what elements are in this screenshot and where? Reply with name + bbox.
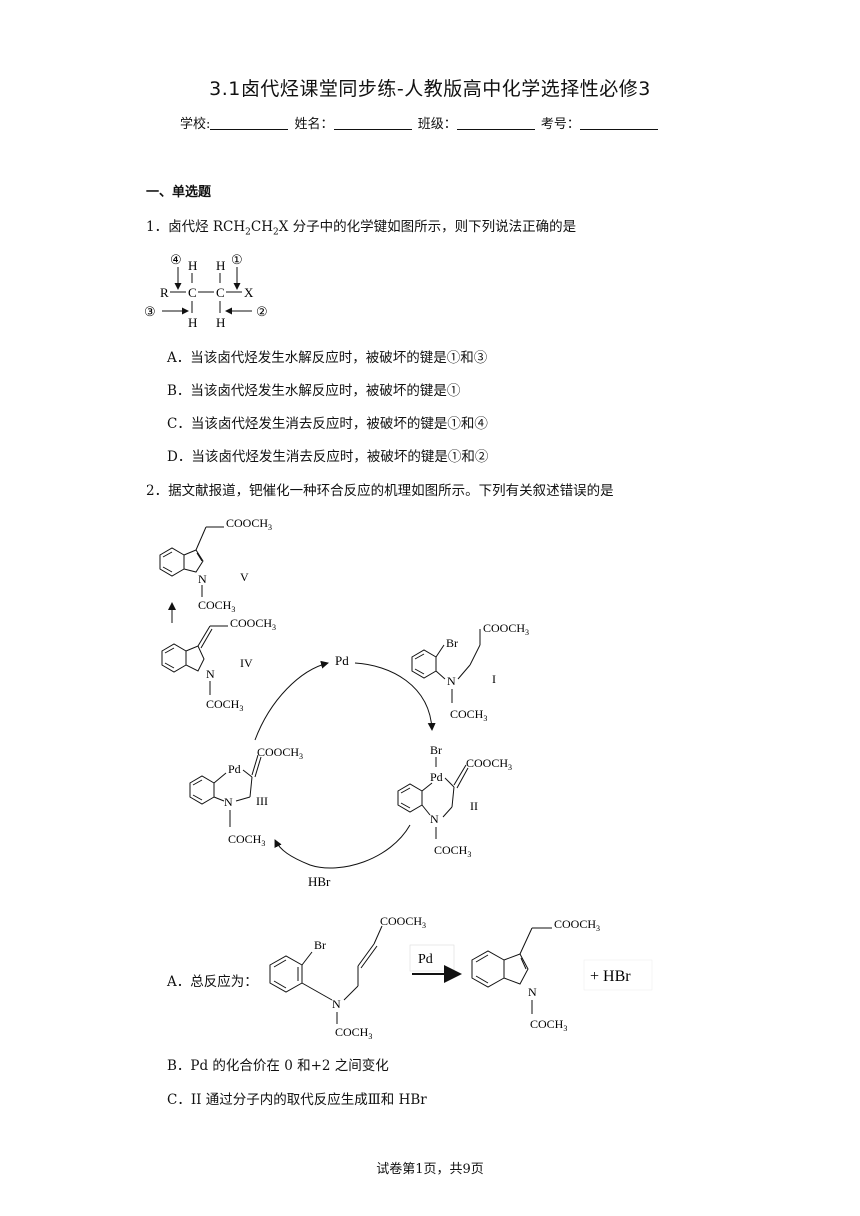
- ii-n: N: [430, 812, 439, 826]
- class-blank: [456, 117, 535, 130]
- compound-ii: Br Pd COOCH3 N COCH3 II: [397, 743, 512, 859]
- label-iii: III: [256, 794, 268, 808]
- ii-acetyl: COCH3: [434, 843, 471, 859]
- iii-pd: Pd: [228, 762, 241, 776]
- page-footer: 试卷第1页，共9页: [376, 1162, 484, 1177]
- iii-acetyl: COCH3: [228, 832, 265, 848]
- bond-label-4: ④: [170, 252, 182, 267]
- q1-option-c[interactable]: C．当该卤代烃发生消去反应时，被破坏的键是①和④: [167, 416, 488, 432]
- v-acetyl: COCH3: [198, 598, 235, 614]
- reactant-br: Br: [314, 938, 326, 952]
- exam-no-blank: [579, 117, 658, 130]
- q1-option-a[interactable]: A．当该卤代烃发生水解反应时，被破坏的键是①和③: [167, 350, 488, 366]
- class-label: 班级：: [417, 117, 457, 132]
- product-ester: COOCH3: [554, 917, 600, 933]
- label-iv: IV: [240, 656, 253, 670]
- q2-overall-reaction: Br N COOCH3 COCH3 Pd COOCH3 N COCH3 + HB…: [269, 914, 653, 1041]
- q1-option-b[interactable]: B．当该卤代烃发生水解反应时，被破坏的键是①: [167, 383, 461, 399]
- bond-label-2: ②: [256, 304, 268, 319]
- iv-acetyl: COCH3: [206, 697, 243, 713]
- v-ester: COOCH3: [226, 516, 272, 532]
- student-info-line: 学校: 姓名： 班级： 考号：: [180, 113, 660, 132]
- iii-ester: COOCH3: [257, 745, 303, 761]
- question-1-stem: 1．卤代烃 RCH2CH2X 分子中的化学键如图所示，则下列说法正确的是: [146, 215, 576, 238]
- school-blank: [210, 117, 289, 130]
- name-label: 姓名：: [294, 117, 334, 132]
- q2-option-b[interactable]: B．Pd 的化合价在 0 和+2 之间变化: [167, 1058, 389, 1074]
- question-2-number: 2．: [146, 483, 169, 499]
- catalyst-label: Pd: [418, 952, 433, 967]
- q1-stem-part: 卤代烃 RCH: [168, 219, 246, 235]
- page-title: 3.1卤代烃课堂同步练-人教版高中化学选择性必修3: [209, 78, 651, 100]
- i-n: N: [447, 674, 456, 688]
- name-blank: [333, 117, 412, 130]
- label-ii: II: [470, 799, 478, 813]
- q2-option-c[interactable]: C．II 通过分子内的取代反应生成Ⅲ和 HBr: [167, 1092, 427, 1108]
- atom-h: H: [216, 258, 225, 273]
- ii-ester: COOCH3: [466, 756, 512, 772]
- q2-option-a-label[interactable]: A．总反应为：: [167, 974, 258, 990]
- product-n: N: [528, 985, 537, 999]
- atom-h: H: [216, 315, 225, 330]
- q1-option-d[interactable]: D．当该卤代烃发生消去反应时，被破坏的键是①和②: [167, 449, 489, 465]
- compound-iv: COOCH3 N COCH3 IV: [161, 616, 276, 713]
- compound-v: COOCH3 N COCH3 V: [159, 516, 272, 614]
- reactant-ester: COOCH3: [380, 914, 426, 930]
- school-label: 学校:: [180, 117, 211, 132]
- question-2-stem: 2．据文献报道，钯催化一种环合反应的机理如图所示。下列有关叙述错误的是: [146, 479, 614, 499]
- ii-br: Br: [430, 743, 442, 757]
- q1-bond-figure: ④ ① ③ ② H H R C C X H H: [144, 252, 268, 330]
- hbr-product: + HBr: [590, 968, 631, 985]
- q1-sub: 2: [245, 227, 251, 238]
- i-ester: COOCH3: [483, 621, 529, 637]
- v-n: N: [198, 572, 207, 586]
- reactant-n: N: [332, 997, 341, 1011]
- atom-x: X: [244, 285, 254, 300]
- i-acetyl: COCH3: [450, 707, 487, 723]
- q2-stem-text: 据文献报道，钯催化一种环合反应的机理如图所示。下列有关叙述错误的是: [168, 483, 614, 499]
- ii-pd: Pd: [430, 770, 443, 784]
- iii-n: N: [224, 795, 233, 809]
- i-br: Br: [446, 636, 458, 650]
- product-molecule: COOCH3 N COCH3: [471, 917, 600, 1033]
- q1-sub: 2: [273, 227, 279, 238]
- atom-h: H: [188, 258, 197, 273]
- q1-stem-part: CH: [250, 219, 273, 235]
- label-v: V: [240, 570, 249, 584]
- q2-mechanism-figure: COOCH3 N COCH3 V COOCH3 N COCH3 IV Pd Br…: [159, 516, 529, 889]
- iv-n: N: [206, 667, 215, 681]
- bond-label-3: ③: [144, 304, 156, 319]
- label-i: I: [492, 672, 496, 686]
- q1-stem-part: X 分子中的化学键如图所示，则下列说法正确的是: [278, 219, 577, 235]
- reactant-acetyl: COCH3: [335, 1025, 372, 1041]
- bond-label-1: ①: [231, 252, 243, 267]
- product-acetyl: COCH3: [530, 1017, 567, 1033]
- compound-i: Br N COOCH3 COCH3 I: [411, 621, 529, 723]
- exam-no-label: 考号：: [540, 117, 580, 132]
- question-1-number: 1．: [146, 219, 169, 235]
- iv-ester: COOCH3: [230, 616, 276, 632]
- atom-h: H: [188, 315, 197, 330]
- pd-catalyst: Pd: [335, 653, 349, 668]
- atom-r: R: [160, 285, 169, 300]
- atom-c: C: [188, 285, 197, 300]
- section-heading: 一、单选题: [146, 185, 212, 200]
- hbr-byproduct: HBr: [308, 874, 331, 889]
- atom-c: C: [216, 285, 225, 300]
- compound-iii: Pd COOCH3 N COCH3 III: [189, 745, 303, 848]
- reactant-molecule: Br N COOCH3 COCH3: [269, 914, 426, 1041]
